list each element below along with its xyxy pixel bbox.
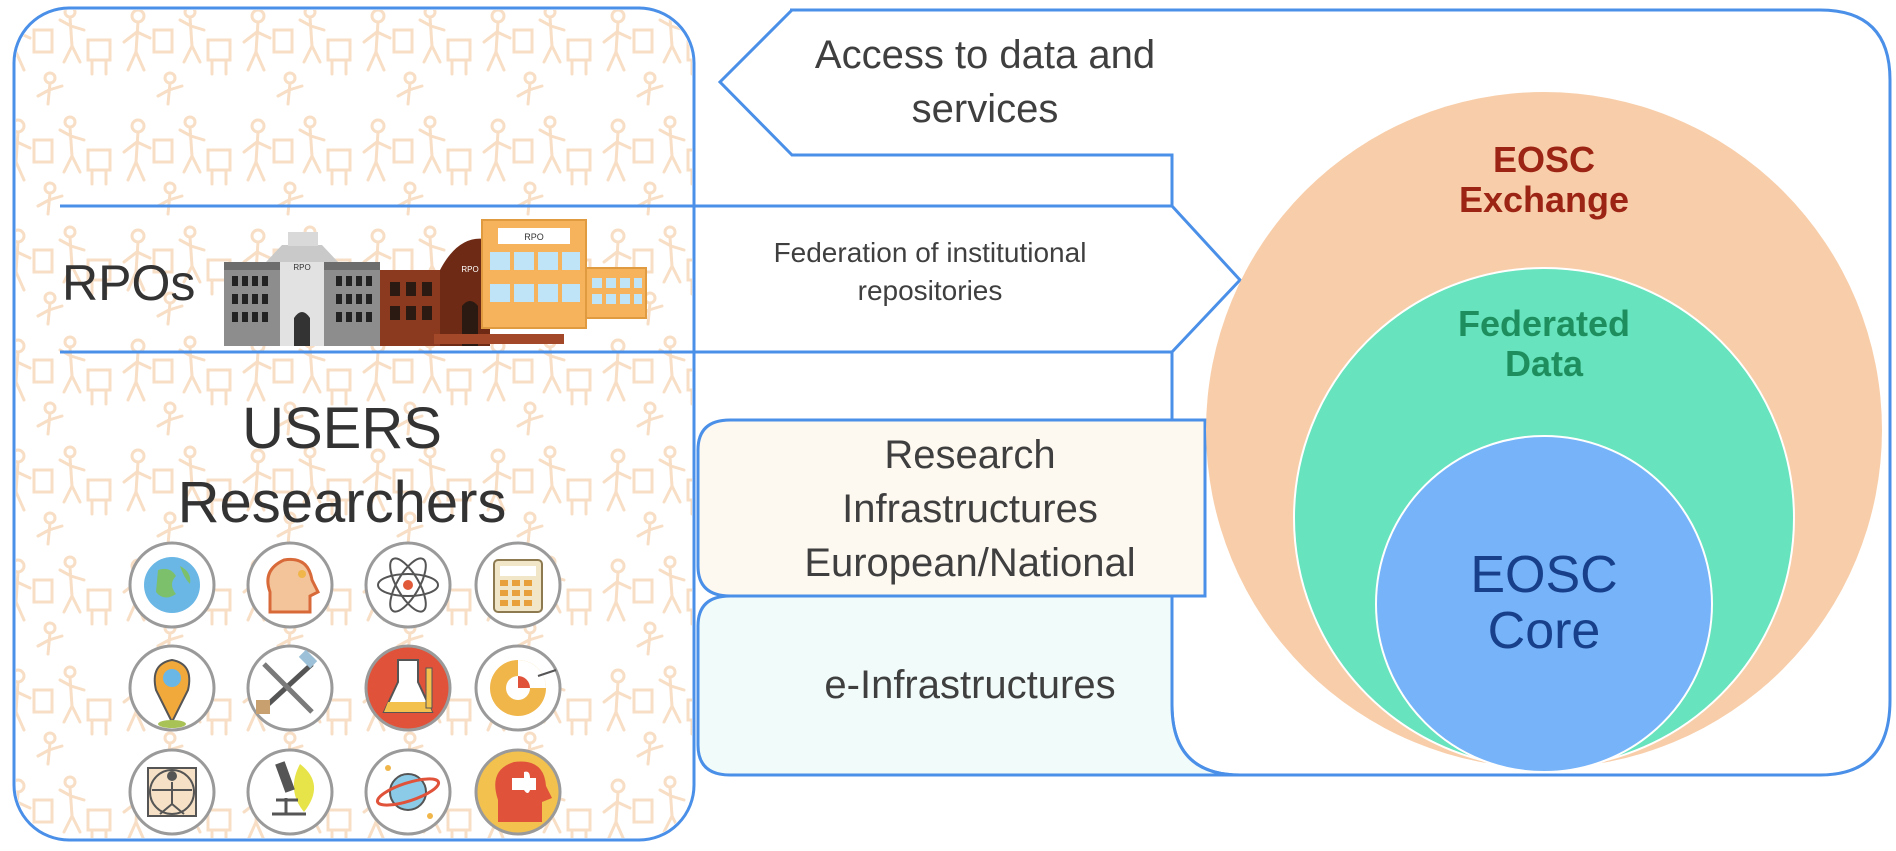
head-profile-icon <box>246 541 334 629</box>
sketch-background <box>16 10 692 838</box>
research-label-1: Research <box>884 433 1055 477</box>
modern-building-icon: RPO <box>481 219 647 329</box>
eosc-core-label-2: Core <box>1488 602 1601 660</box>
researchers-title: Researchers <box>178 470 507 535</box>
e-infrastructures-label: e-Infrastructures <box>824 663 1115 707</box>
building-badge-1: RPO <box>293 263 310 272</box>
vitruvian-man-icon <box>128 748 216 836</box>
federated-data-label-2: Data <box>1505 343 1584 384</box>
planet-icon <box>364 748 452 836</box>
atom-icon <box>364 541 452 629</box>
research-label-3: European/National <box>804 541 1135 585</box>
eosc-exchange-label-1: EOSC <box>1493 139 1595 180</box>
research-label-2: Infrastructures <box>842 487 1098 531</box>
tools-icon <box>246 644 334 732</box>
access-label-2: services <box>912 87 1059 131</box>
lab-flask-icon <box>364 644 452 732</box>
building-badge-2: RPO <box>461 265 478 274</box>
brick-building-icon: RPO <box>380 238 564 346</box>
discipline-icons <box>128 541 562 836</box>
microscope-icon <box>246 748 334 836</box>
globe-icon <box>128 541 216 629</box>
federation-label-1: Federation of institutional <box>774 237 1087 268</box>
federation-label-2: repositories <box>858 275 1003 306</box>
access-label-1: Access to data and <box>815 33 1155 77</box>
eosc-exchange-label-2: Exchange <box>1459 179 1629 220</box>
federation-arrow <box>1170 204 1243 354</box>
research-infrastructures-band[interactable] <box>696 418 1207 598</box>
users-panel <box>12 6 696 842</box>
map-pin-icon <box>128 644 216 732</box>
building-badge-3: RPO <box>524 232 544 242</box>
users-title: USERS <box>242 396 442 461</box>
e-infrastructures-band[interactable] <box>696 594 1241 777</box>
rpo-buildings: RPO RPO RPO <box>224 219 647 346</box>
users-panel-outline <box>12 6 696 842</box>
pie-chart-icon <box>474 644 562 732</box>
access-arrow[interactable] <box>717 8 1320 206</box>
rpos-label: RPOs <box>62 255 195 311</box>
calculator-icon <box>474 541 562 629</box>
brain-puzzle-icon <box>474 748 562 836</box>
eosc-core-label-1: EOSC <box>1470 546 1617 604</box>
eosc-core-circle[interactable] <box>1375 435 1713 773</box>
federated-data-label-1: Federated <box>1458 303 1630 344</box>
classical-building-icon: RPO <box>224 232 380 346</box>
